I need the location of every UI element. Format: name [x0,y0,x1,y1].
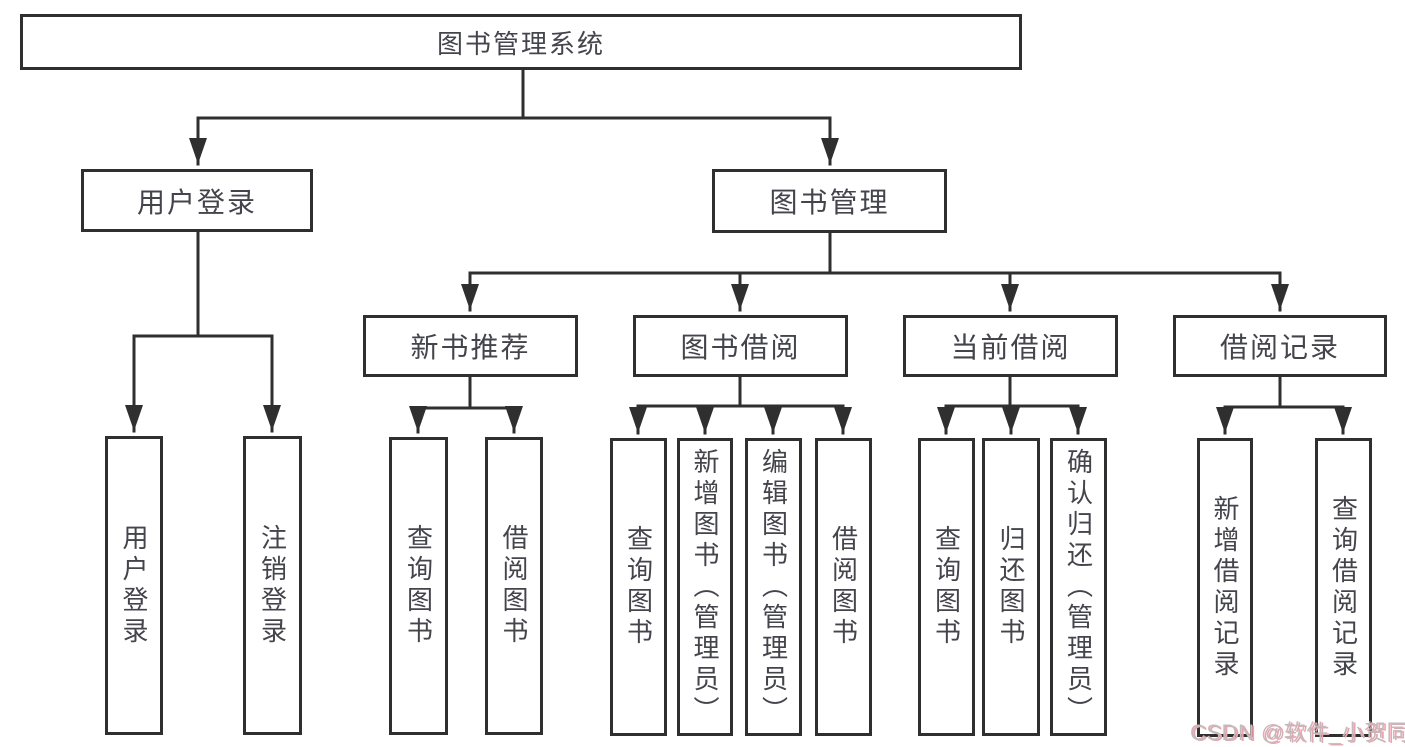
node-book-borrow: 图书借阅 [633,315,848,377]
node-new-book-recommend: 新书推荐 [363,315,578,377]
leaf-confirm-return-admin: 确认归还（管理员） [1050,438,1107,736]
leaf-query-books-recommend: 查询图书 [389,437,448,735]
leaf-add-book-admin: 新增图书（管理员） [677,438,733,736]
node-root: 图书管理系统 [20,14,1022,70]
leaf-edit-book-admin: 编辑图书（管理员） [745,438,802,736]
node-current-borrow: 当前借阅 [903,315,1118,377]
leaf-user-login: 用户登录 [105,436,163,735]
leaf-logout: 注销登录 [243,436,302,735]
leaf-borrow-books: 借阅图书 [815,438,872,736]
leaf-add-borrow-record: 新增借阅记录 [1197,438,1253,737]
node-book-management: 图书管理 [712,169,947,233]
node-borrow-records: 借阅记录 [1173,315,1387,377]
leaf-query-books-current: 查询图书 [918,438,975,736]
leaf-query-borrow-record: 查询借阅记录 [1315,438,1372,737]
leaf-query-books-borrow: 查询图书 [610,438,667,736]
leaf-return-book: 归还图书 [982,438,1040,736]
node-user-login: 用户登录 [81,169,313,232]
csdn-watermark: CSDN @软件_小贺同学 [1190,720,1405,745]
leaf-borrow-books-recommend: 借阅图书 [485,437,543,735]
